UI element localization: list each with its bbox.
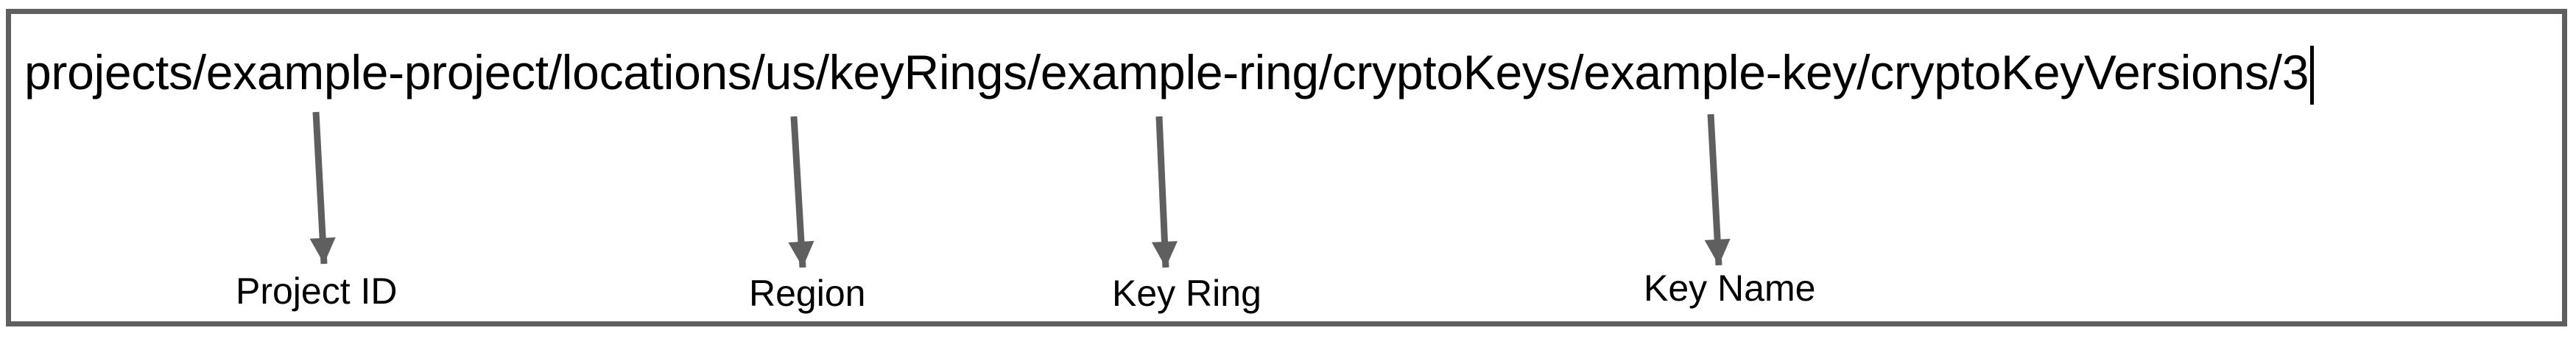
- label-region: Region: [749, 273, 866, 314]
- text-cursor-icon: [2310, 46, 2315, 105]
- label-key-name: Key Name: [1644, 268, 1816, 309]
- label-project-id: Project ID: [236, 270, 398, 312]
- resource-path-line[interactable]: projects/example-project/locations/us/ke…: [24, 45, 2315, 105]
- path-text-box: [6, 9, 2567, 326]
- resource-path-text[interactable]: projects/example-project/locations/us/ke…: [24, 45, 2309, 99]
- label-key-ring: Key Ring: [1112, 273, 1261, 314]
